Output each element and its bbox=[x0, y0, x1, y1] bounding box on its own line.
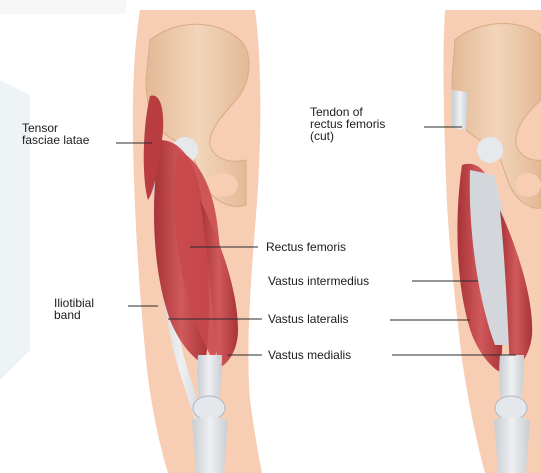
label-tendon-rectus-femoris-cut: Tendon of rectus femoris (cut) bbox=[310, 106, 385, 142]
label-iliotibial-band: Iliotibial band bbox=[54, 297, 94, 321]
left-obturator-foramen bbox=[206, 173, 238, 197]
right-femoral-head bbox=[477, 137, 503, 163]
right-tibia bbox=[494, 417, 530, 473]
right-rectus-tendon-cut bbox=[452, 90, 468, 130]
label-rectus-femoris: Rectus femoris bbox=[266, 241, 346, 253]
right-obturator-foramen bbox=[515, 173, 541, 197]
left-leg-illustration bbox=[133, 10, 262, 473]
left-patella bbox=[193, 396, 225, 420]
background-strip bbox=[0, 0, 126, 14]
label-tensor-fasciae-latae: Tensor fasciae latae bbox=[22, 122, 89, 146]
label-vastus-medialis: Vastus medialis bbox=[268, 349, 351, 361]
label-vastus-lateralis: Vastus lateralis bbox=[268, 313, 348, 325]
right-patella bbox=[495, 396, 527, 420]
left-tibia bbox=[192, 417, 228, 473]
label-vastus-intermedius: Vastus intermedius bbox=[268, 275, 369, 287]
